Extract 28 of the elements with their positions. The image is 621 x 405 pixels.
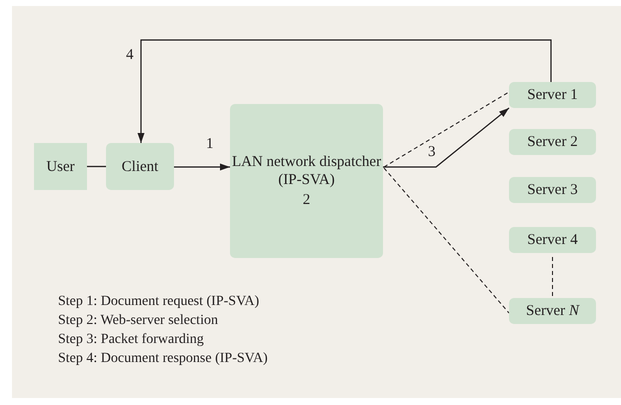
arrow (383, 108, 510, 168)
connector-line (87, 166, 106, 168)
node-text: Server 1 (527, 86, 578, 104)
server-box (509, 227, 596, 253)
server-box (509, 177, 596, 203)
step-note: Step 4: Document response (IP-SVA) (58, 350, 268, 368)
node-text: Server 2 (527, 133, 578, 151)
node-text: Server 4 (527, 231, 578, 249)
node-text: Client (122, 158, 158, 176)
node-text: User (46, 158, 75, 176)
server-box (509, 129, 596, 155)
step-note: Step 2: Web-server selection (58, 312, 219, 330)
server-box (509, 298, 596, 324)
server-box (509, 82, 596, 108)
client-box (106, 143, 174, 190)
node-text: Server N (526, 302, 579, 320)
arrow (138, 39, 552, 143)
step-note: Step 3: Packet forwarding (58, 331, 205, 349)
node-text: Server 3 (527, 181, 578, 199)
dispatcher-box (230, 104, 383, 258)
arrow (174, 164, 230, 170)
node-text: LAN network dispatcher (IP-SVA) (230, 153, 382, 189)
step-note: Step 1: Document request (IP-SVA) (58, 293, 260, 311)
connector-line (552, 256, 553, 296)
node-text: 2 (302, 191, 310, 209)
user-box (34, 143, 87, 190)
connector-line (384, 92, 510, 168)
connector-line (384, 168, 510, 314)
